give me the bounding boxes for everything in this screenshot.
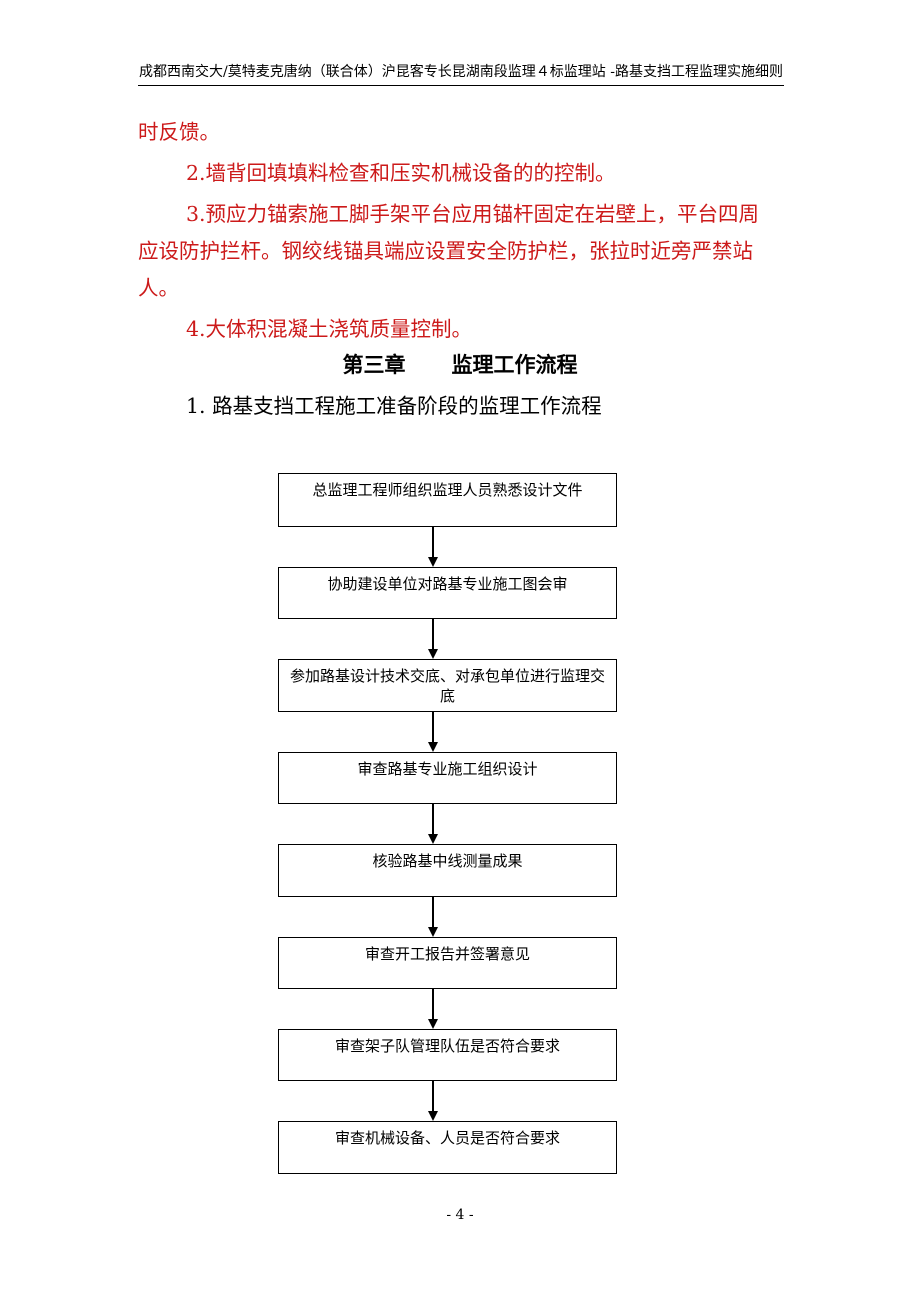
item-3-anchor-safety-line1: 3.预应力锚索施工脚手架平台应用锚杆固定在岩壁上，平台四周 (186, 202, 760, 226)
flow-step: 审查开工报告并签署意见 (278, 937, 617, 989)
chapter-number: 第三章 (342, 353, 406, 377)
paragraph-continuation: 时反馈。 (138, 120, 220, 144)
flow-step: 审查架子队管理队伍是否符合要求 (278, 1029, 617, 1081)
flow-step: 参加路基设计技术交底、对承包单位进行监理交底 (278, 659, 617, 712)
flow-step: 核验路基中线测量成果 (278, 844, 617, 897)
item-3-anchor-safety-line2: 应设防护拦杆。钢绞线锚具端应设置安全防护栏，张拉时近旁严禁站 (138, 239, 753, 263)
item-4-concrete-quality: 4.大体积混凝土浇筑质量控制。 (186, 317, 473, 341)
flow-arrow (428, 619, 438, 659)
flow-arrow (428, 1081, 438, 1121)
flow-step: 总监理工程师组织监理人员熟悉设计文件 (278, 473, 617, 527)
flow-arrow (428, 989, 438, 1029)
flow-arrow (428, 712, 438, 752)
item-2-backfill-control: 2.墙背回填填料检查和压实机械设备的的控制。 (186, 161, 616, 185)
chapter-heading: 第三章 监理工作流程 (0, 350, 920, 380)
item-3-anchor-safety-line3: 人。 (138, 276, 179, 300)
flow-step: 审查路基专业施工组织设计 (278, 752, 617, 804)
chapter-title: 监理工作流程 (451, 353, 578, 377)
flow-step: 协助建设单位对路基专业施工图会审 (278, 567, 617, 619)
flow-arrow (428, 527, 438, 567)
flow-arrow (428, 804, 438, 844)
page-header: 成都西南交大/莫特麦克唐纳（联合体）沪昆客专长昆湖南段监理４标监理站 -路基支挡… (139, 64, 783, 80)
flow-step: 审查机械设备、人员是否符合要求 (278, 1121, 617, 1174)
page-number: - 4 - (446, 1207, 474, 1223)
header-divider (138, 85, 784, 86)
flow-arrow (428, 897, 438, 937)
section-heading: 1. 路基支挡工程施工准备阶段的监理工作流程 (186, 394, 602, 418)
